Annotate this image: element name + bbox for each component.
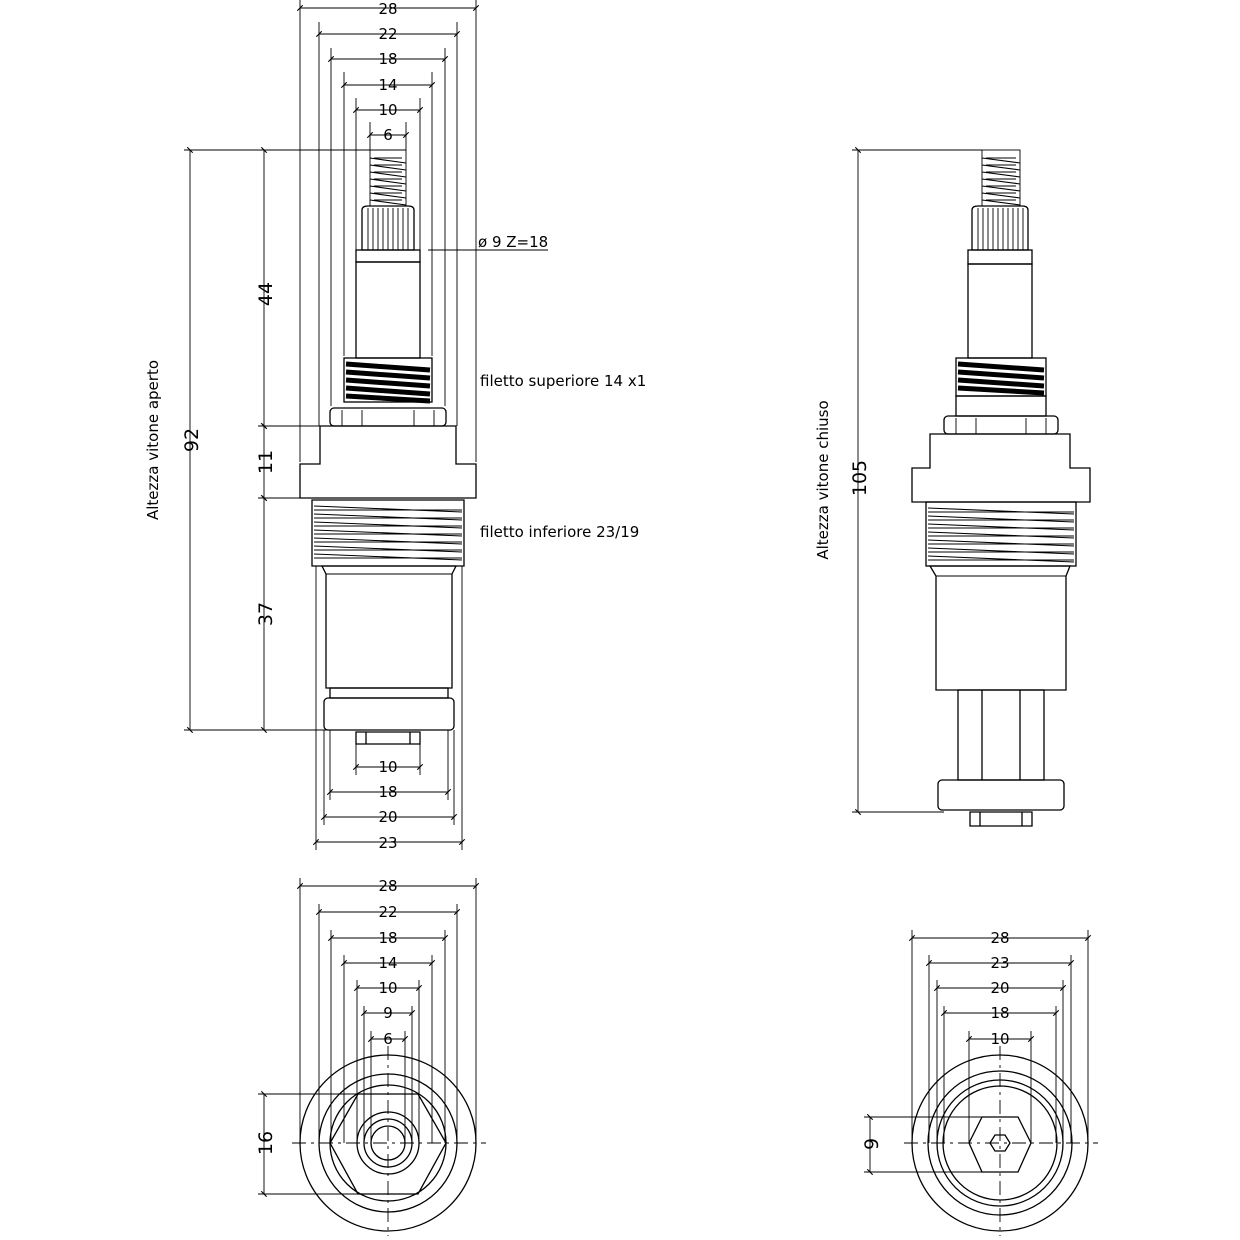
spindle-body — [355, 261, 421, 359]
plan-dim-6: 6 — [383, 1030, 393, 1048]
hex-nut-upper — [329, 407, 447, 427]
dim-bottom-10: 10 — [378, 758, 397, 776]
dim-14: 14 — [378, 76, 397, 94]
plan-closed-dim-23: 23 — [990, 954, 1009, 972]
callouts: ø 9 Z=18 filetto superiore 14 x1 filetto… — [428, 233, 646, 541]
plan-closed-dim-10: 10 — [990, 1030, 1009, 1048]
plan-dim-22: 22 — [378, 903, 397, 921]
dim-height-37: 37 — [255, 602, 277, 626]
knurled-spline-closed — [971, 205, 1029, 251]
dim-height-105: 105 — [849, 460, 871, 496]
top-stud-thread — [369, 149, 407, 207]
upper-spindle — [355, 249, 421, 263]
open-valve-front-view — [299, 149, 477, 745]
open-valve-height-dimensions: 44 11 37 92 Altezza vitone aperto — [144, 146, 406, 734]
plan-closed-dim-18: 18 — [990, 1004, 1009, 1022]
plan-dim-16: 16 — [255, 1131, 277, 1155]
body-hex-shoulder — [299, 425, 477, 499]
dim-6: 6 — [383, 126, 393, 144]
hex-nut-closed — [943, 415, 1059, 435]
bottom-nut — [355, 731, 421, 745]
lower-collar — [329, 687, 449, 699]
plan-dim-18: 18 — [378, 929, 397, 947]
plan-closed-dim-28: 28 — [990, 929, 1009, 947]
dim-bottom-18: 18 — [378, 783, 397, 801]
plan-dim-10: 10 — [378, 979, 397, 997]
seal-washer-closed — [937, 779, 1065, 811]
plan-closed-dim-9: 9 — [861, 1138, 883, 1150]
plan-closed-dim-20: 20 — [990, 979, 1009, 997]
plan-dim-9: 9 — [383, 1004, 393, 1022]
dim-18: 18 — [378, 50, 397, 68]
dim-bottom-20: 20 — [378, 808, 397, 826]
dim-28: 28 — [378, 0, 397, 18]
open-height-label: Altezza vitone aperto — [144, 360, 162, 520]
lower-body — [320, 565, 458, 689]
plan-dim-14: 14 — [378, 954, 397, 972]
seal-washer — [323, 697, 455, 731]
knurled-spline — [361, 205, 415, 251]
dim-10: 10 — [378, 101, 397, 119]
open-valve-plan-view: 28 22 18 14 10 9 6 16 — [255, 877, 486, 1236]
open-valve-width-dimensions: 28 22 18 14 10 6 10 18 20 23 — [296, 0, 480, 852]
body-hex-shoulder-closed — [911, 433, 1091, 503]
dim-height-44: 44 — [255, 282, 277, 306]
lower-thread-label: filetto inferiore 23/19 — [480, 523, 639, 541]
dim-height-92: 92 — [181, 428, 203, 452]
closed-valve-front-view: 105 Altezza vitone chiuso — [814, 146, 1091, 827]
upper-thread-label: filetto superiore 14 x1 — [480, 372, 646, 390]
spline-callout: ø 9 Z=18 — [478, 233, 548, 251]
upper-thread-closed — [955, 357, 1047, 397]
lower-thread-closed — [925, 501, 1077, 567]
dim-height-11: 11 — [255, 450, 277, 474]
lower-thread-23-19 — [311, 499, 465, 567]
dim-bottom-23: 23 — [378, 834, 397, 852]
upper-thread-14x1 — [343, 357, 433, 404]
closed-valve-plan-view: 28 23 20 18 10 9 — [861, 929, 1098, 1236]
top-stud-thread-closed — [981, 149, 1021, 207]
plan-dim-28: 28 — [378, 877, 397, 895]
closed-height-label: Altezza vitone chiuso — [814, 400, 832, 559]
piston-rods — [957, 689, 1045, 781]
dim-22: 22 — [378, 25, 397, 43]
